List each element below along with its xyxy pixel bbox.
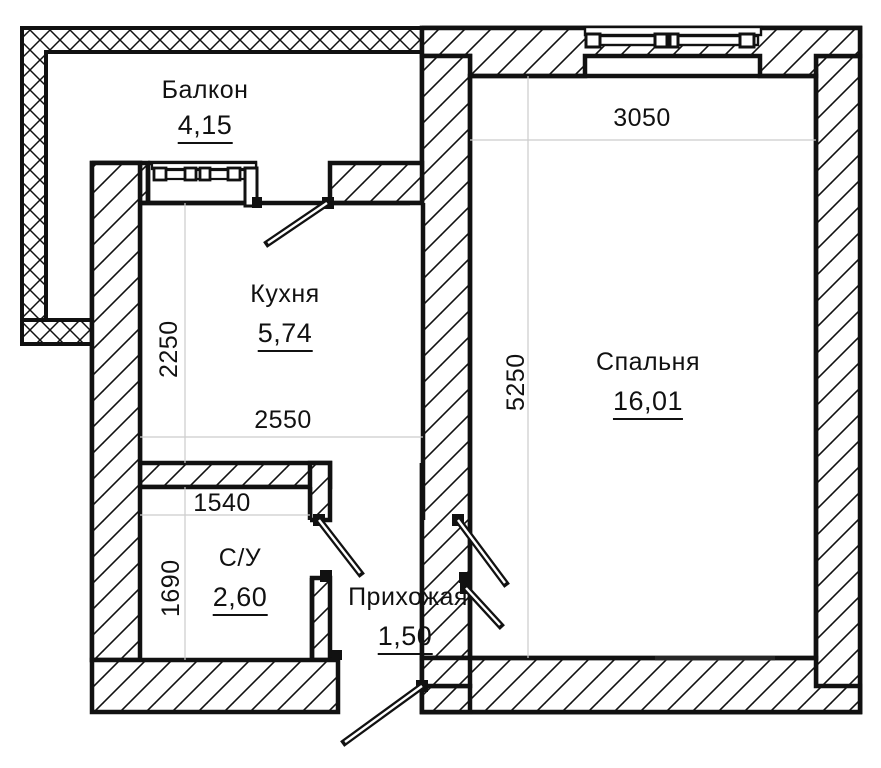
door-hallway	[459, 572, 505, 630]
room-label-kitchen: Кухня	[250, 280, 320, 308]
room-label-bedroom: Спальня	[596, 348, 700, 376]
dimension-bedroom-height: 5250	[502, 353, 530, 411]
window-bedroom	[583, 25, 763, 58]
room-area-bathroom: 2,60	[212, 582, 268, 616]
hallway-walls	[89, 160, 473, 715]
dimension-bathroom-width: 1540	[193, 489, 251, 517]
room-area-balcony: 4,15	[177, 110, 233, 144]
dimension-kitchen-width: 2550	[254, 406, 312, 434]
room-label-hallway: Прихожая	[348, 583, 468, 611]
room-area-bedroom: 16,01	[612, 386, 684, 420]
door-bedroom	[452, 514, 510, 588]
door-entrance	[340, 680, 428, 747]
door-jambs	[320, 570, 342, 660]
room-area-hallway: 1,50	[377, 621, 433, 655]
door-kitchen	[263, 197, 334, 248]
dimension-guides	[140, 76, 816, 660]
dimension-bedroom-width: 3050	[613, 104, 671, 132]
dimension-bathroom-height: 1690	[157, 559, 185, 617]
room-area-kitchen: 5,74	[257, 318, 313, 352]
door-bathroom	[313, 514, 365, 578]
watermark	[655, 656, 775, 661]
window-kitchen	[150, 161, 262, 208]
room-label-bathroom: С/У	[218, 544, 262, 572]
bathroom-walls	[137, 460, 333, 663]
dimension-kitchen-height: 2250	[155, 320, 183, 378]
room-label-balcony: Балкон	[161, 76, 249, 104]
